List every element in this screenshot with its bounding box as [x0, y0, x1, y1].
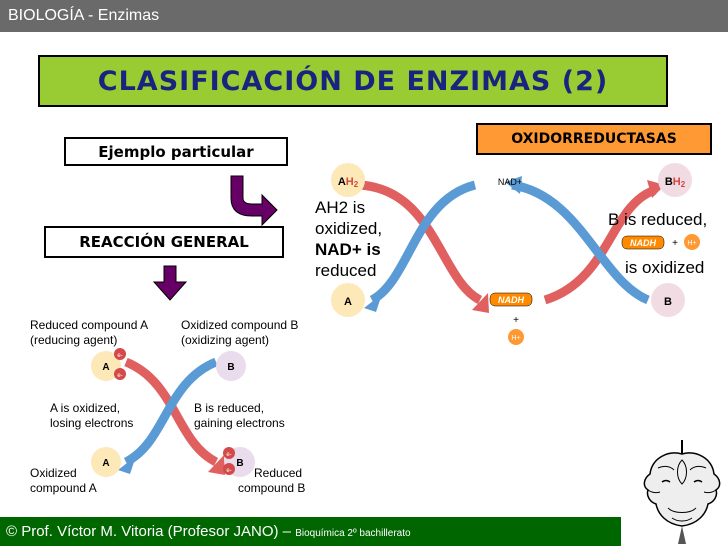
nad-plus-label: NAD+ [498, 177, 522, 187]
header-title: BIOLOGÍA - Enzimas [8, 7, 160, 24]
footer-credit: © Prof. Víctor M. Vitoria (Profesor JANO… [6, 523, 296, 540]
plus-sign-right: + [672, 238, 678, 249]
left-text-4: reduced [315, 261, 376, 280]
oxidized-b-line1: Oxidized compound B [181, 318, 298, 332]
down-arrow-icon [152, 265, 188, 301]
reduced-a-line2: (reducing agent) [30, 333, 117, 347]
page-title: CLASIFICACIÓN DE ENZIMAS (2) [38, 55, 668, 107]
electron-3: e- [226, 452, 231, 458]
header-bar: BIOLOGÍA - Enzimas [0, 0, 728, 32]
node-ah2: AH2 [338, 176, 359, 189]
oxidized-b-line2: (oxidizing agent) [181, 333, 269, 347]
node-bh2: BH2 [665, 176, 686, 189]
a-oxidized-line2: losing electrons [50, 416, 133, 430]
left-text-1: AH2 is [315, 198, 365, 217]
right-text-2: is oxidized [625, 258, 704, 277]
left-text-3: NAD+ is [315, 240, 381, 259]
general-label: REACCIÓN GENERAL [44, 226, 284, 258]
footer-bar: © Prof. Víctor M. Vitoria (Profesor JANO… [0, 517, 621, 546]
category-label: OXIDORREDUCTASAS [476, 123, 712, 155]
b-reduced-line1: B is reduced, [194, 401, 264, 415]
node-b: B [664, 296, 672, 308]
reduced-b-line2: compound B [238, 481, 305, 495]
right-text-1: B is reduced, [608, 210, 707, 229]
oxidized-a-line2: compound A [30, 481, 97, 495]
electron-2: e- [117, 373, 122, 379]
footer-course: Bioquímica 2º bachillerato [295, 528, 411, 539]
node-b-bottom: B [236, 458, 243, 469]
reduced-a-line1: Reduced compound A [30, 318, 148, 332]
left-text-2: oxidized, [315, 219, 382, 238]
plus-sign: + [513, 315, 519, 326]
janus-logo-icon [643, 440, 721, 544]
nadh-label: NADH [498, 295, 524, 305]
redox-diagram-right: AH2 BH2 A B NAD+ NADH + H+ NADH + H+ AH2… [315, 163, 707, 345]
example-label: Ejemplo particular [64, 137, 288, 166]
redox-diagram-left: Reduced compound A (reducing agent) Oxid… [30, 318, 305, 495]
nadh-label-right: NADH [630, 238, 656, 248]
electron-4: e- [226, 468, 231, 474]
reduced-b-line1: Reduced [254, 466, 302, 480]
b-reduced-line2: gaining electrons [194, 416, 285, 430]
electron-1: e- [117, 353, 122, 359]
node-a-top: A [102, 362, 109, 373]
node-b-top: B [227, 362, 234, 373]
node-a: A [344, 296, 352, 308]
node-a-bottom: A [102, 458, 109, 469]
h-plus-label-right: H+ [687, 240, 696, 247]
oxidized-a-line1: Oxidized [30, 466, 77, 480]
curved-arrow-icon [230, 175, 278, 227]
h-plus-label: H+ [511, 335, 520, 342]
footer-text: © Prof. Víctor M. Vitoria (Profesor JANO… [6, 523, 411, 540]
a-oxidized-line1: A is oxidized, [50, 401, 120, 415]
